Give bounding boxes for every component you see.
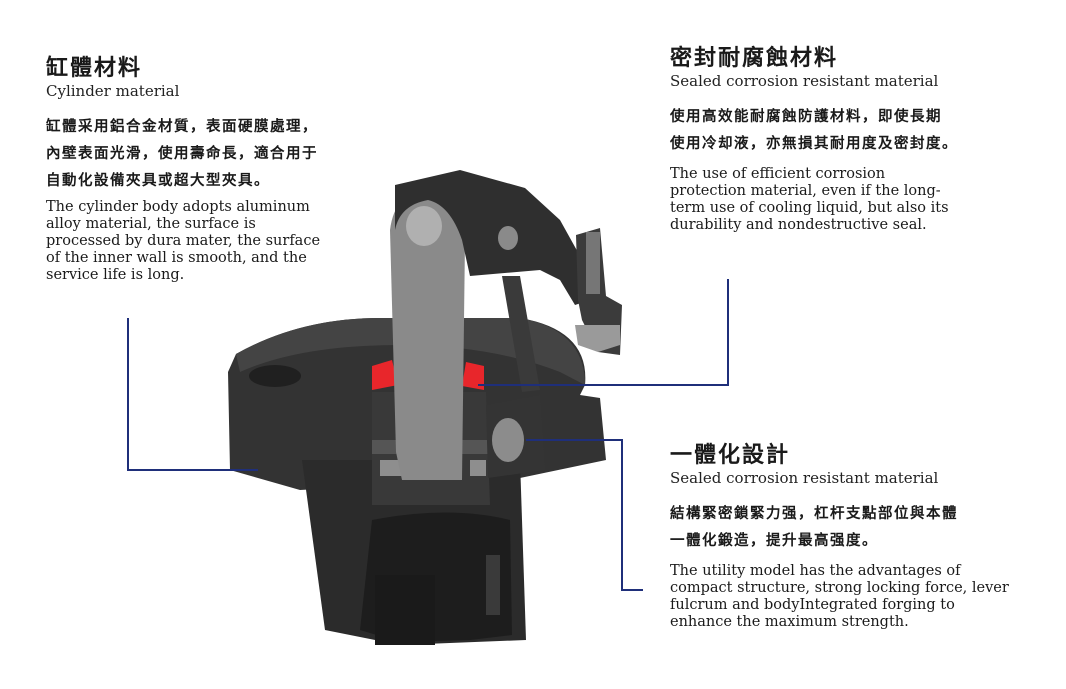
integrated-desc-zh-1: 結構緊密鎖緊力强，杠杆支點部位與本體	[670, 506, 958, 522]
leader-line-integrated	[526, 439, 643, 591]
mount-hole	[249, 365, 301, 387]
integrated-title-zh: 一體化設計	[670, 443, 791, 468]
cylinder-desc-zh-3: 自動化設備夾具或超大型夾具。	[46, 173, 270, 189]
integrated-desc-en-2: compact structure, strong locking force,…	[670, 580, 1009, 596]
cylinder-material-section: 缸體材料 Cylinder material 缸體采用鋁合金材質，表面硬膜處理，…	[46, 56, 366, 284]
cylinder-desc-en-2: alloy material, the surface is	[46, 216, 256, 232]
cylinder-desc-en-3: processed by dura mater, the surface	[46, 233, 321, 249]
corrosion-title-en: Sealed corrosion resistant material	[670, 72, 939, 90]
cylinder-desc-en-4: of the inner wall is smooth, and the	[46, 250, 307, 266]
corrosion-desc-en-4: durability and nondestructive seal.	[670, 217, 927, 233]
corrosion-desc-zh-2: 使用冷却液，亦無損其耐用度及密封度。	[670, 136, 958, 152]
cylinder-desc-zh-1: 缸體采用鋁合金材質，表面硬膜處理，	[46, 119, 318, 135]
leader-line-cylinder	[127, 318, 258, 471]
seal-ring	[372, 360, 398, 390]
integrated-desc-en-3: fulcrum and bodyIntegrated forging to	[670, 597, 955, 613]
corrosion-desc-en-3: term use of cooling liquid, but also its	[670, 200, 949, 216]
cylinder-title-zh: 缸體材料	[46, 56, 143, 81]
corrosion-title-zh: 密封耐腐蝕材料	[670, 46, 839, 71]
integrated-desc-zh-2: 一體化鍛造，提升最高强度。	[670, 533, 878, 549]
cylinder-title-en: Cylinder material	[46, 82, 180, 100]
integrated-desc-en-4: enhance the maximum strength.	[670, 614, 909, 630]
integrated-design-section: 一體化設計 Sealed corrosion resistant materia…	[670, 443, 1050, 631]
piston-rod	[390, 191, 465, 480]
clamp-arm	[395, 170, 590, 305]
cylinder-desc-zh-2: 內壁表面光滑，使用壽命長，適合用于	[46, 146, 318, 162]
cylinder-desc-en-1: The cylinder body adopts aluminum	[46, 199, 310, 215]
fulcrum-pin	[492, 418, 524, 462]
corrosion-material-section: 密封耐腐蝕材料 Sealed corrosion resistant mater…	[670, 46, 1000, 234]
integrated-title-en: Sealed corrosion resistant material	[670, 469, 939, 487]
corrosion-desc-en-2: protection material, even if the long-	[670, 183, 941, 199]
cylinder-desc-en-5: service life is long.	[46, 267, 185, 283]
leader-line-corrosion	[478, 279, 729, 386]
corrosion-desc-zh-1: 使用高效能耐腐蝕防護材料，即使長期	[670, 109, 942, 125]
corrosion-desc-en-1: The use of efficient corrosion	[670, 166, 886, 182]
integrated-desc-en-1: The utility model has the advantages of	[670, 563, 961, 579]
